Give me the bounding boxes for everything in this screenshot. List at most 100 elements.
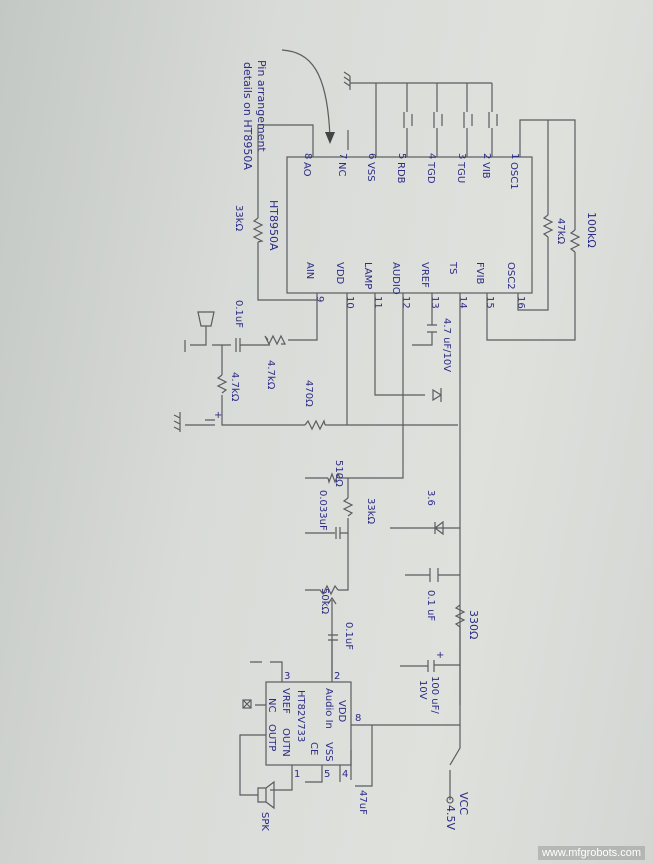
ic1-pin-label: TS xyxy=(447,261,458,274)
label-plus-100: + xyxy=(436,650,444,661)
label-r-mic2: 4.7kΩ xyxy=(229,372,240,402)
label-c-100: 100 uF/ xyxy=(429,676,440,714)
ic1-pin-label: TGU xyxy=(455,161,466,183)
ic1-pin-number: 15 xyxy=(484,296,495,309)
resistor-33k xyxy=(252,217,264,243)
ic1-name: HT8950A xyxy=(267,200,280,251)
led-lamp-icon xyxy=(432,388,443,402)
wire-filter xyxy=(305,477,349,591)
ic1-pin-number: 4 xyxy=(426,153,437,159)
wire-mic xyxy=(212,300,458,426)
ic1-pin-number: 11 xyxy=(372,296,383,309)
ic1-pin-number: 6 xyxy=(366,153,377,159)
ic1-pin-number: 9 xyxy=(314,296,325,302)
ic1-pin-number: 10 xyxy=(344,296,355,309)
ic1-pin-number: 5 xyxy=(396,153,407,159)
ic1-pin-number: 8 xyxy=(302,153,313,159)
wire-ic1-bottom xyxy=(346,293,461,705)
wire-ic2 xyxy=(239,640,460,796)
ground-icon xyxy=(343,71,351,90)
ic1-pin-label: OSC1 xyxy=(508,162,519,190)
capacitor-0-1uf-mic xyxy=(235,338,241,352)
ic2-nc: NC xyxy=(266,698,277,712)
ic1-pin-label: VREF xyxy=(419,262,430,288)
nc-cross-icon xyxy=(242,699,252,709)
capacitor-mic-bypass xyxy=(185,419,215,426)
ic1-pin-label: OSC2 xyxy=(505,262,516,290)
ic1-pin-number: 7 xyxy=(337,153,348,159)
ic2-pin3: 3 xyxy=(284,671,290,682)
ic1-pin-number: 2 xyxy=(481,153,492,159)
ic1-pin-label: AO xyxy=(301,162,312,177)
ic1-pin-label: AUDIO xyxy=(390,262,401,295)
power-switch[interactable] xyxy=(449,705,461,800)
ic1-pin-label: VIB xyxy=(480,162,491,179)
ic2-pin2: 2 xyxy=(334,671,340,682)
note-line2: details on HT8950A xyxy=(241,62,254,170)
ic2-pin1: 1 xyxy=(294,769,300,780)
resistor-4k7-bias xyxy=(216,374,228,394)
ic2-outn: OUTN xyxy=(280,728,291,757)
ic1-pin-label: NC xyxy=(336,162,347,176)
ic2-vref: VREF xyxy=(280,688,291,714)
ic1-pin-number: 13 xyxy=(429,296,440,309)
label-c-033: 0.033uF xyxy=(317,490,328,531)
watermark: www.mfgrobots.com xyxy=(537,846,645,860)
ground-icons-mic xyxy=(173,340,186,432)
microphone-icon xyxy=(190,311,215,346)
ic1-pin-label: RDB xyxy=(395,162,406,184)
label-plus-mic: + xyxy=(214,410,222,421)
capacitor-4u7 xyxy=(412,324,437,346)
ic1-pin-label: LAMP xyxy=(362,262,373,289)
regulator-section xyxy=(390,520,466,705)
label-r-mic1: 4.7kΩ xyxy=(265,360,276,390)
label-vcc: VCC xyxy=(457,792,470,815)
ic1-pin-label: VSS xyxy=(365,162,376,182)
ic2-name: HT82V733 xyxy=(295,690,306,742)
capacitor-0-033uf xyxy=(335,527,341,539)
arrow-head xyxy=(325,132,335,144)
ic1-pin-label: FVIB xyxy=(474,262,485,285)
note: Pin arrangement details on HT8950A xyxy=(241,49,335,170)
resistor-47k xyxy=(542,214,554,238)
resistor-4k7-series xyxy=(264,334,286,346)
arrow-line xyxy=(281,49,331,141)
resistor-100k xyxy=(569,229,581,253)
ic1-pin-number: 1 xyxy=(509,153,520,159)
label-c-01b: 0.1uF xyxy=(343,622,354,650)
potentiometer-50k xyxy=(305,584,339,640)
push-buttons xyxy=(403,112,498,128)
ic2-audio-in: Audio In xyxy=(323,688,334,729)
ic2-pin8: 8 xyxy=(355,713,361,724)
ic1-pin-number: 14 xyxy=(457,296,468,309)
label-c-100v: 10V xyxy=(417,680,428,700)
label-c-vref: 4.7 uF/10V xyxy=(441,318,452,372)
label-r-510: 510Ω xyxy=(333,460,344,487)
resistor-510 xyxy=(327,472,341,485)
ic1-pin-label: AIN xyxy=(304,262,315,279)
ic1-pin-number: 3 xyxy=(456,153,467,159)
speaker-icon xyxy=(257,780,275,810)
ic1-pin-number: 12 xyxy=(400,296,411,309)
wire-feedback xyxy=(257,124,318,301)
label-r-33k2: 33kΩ xyxy=(365,498,376,525)
label-c-47: 47uF xyxy=(357,790,368,815)
note-line1: Pin arrangement xyxy=(255,60,268,152)
label-r-470: 470Ω xyxy=(303,380,314,407)
ic1-pin-label: TGD xyxy=(425,161,436,184)
ic-ht8950a xyxy=(286,156,533,294)
ic-ht82v733 xyxy=(265,681,352,766)
label-c-01: 0.1 uF xyxy=(425,590,436,621)
ic2-pin5: 5 xyxy=(324,769,330,780)
label-r-50k: 50kΩ xyxy=(319,588,330,615)
label-r-33k: 33kΩ xyxy=(233,205,244,232)
label-c-mic: 0.1uF xyxy=(233,300,244,328)
vcc-terminal xyxy=(446,796,454,804)
capacitor-100uf xyxy=(400,660,460,672)
ic2-vss: VSS xyxy=(323,742,334,762)
ic1-pin-label: VDD xyxy=(334,262,345,285)
nc-cross-lines xyxy=(242,699,252,709)
ic2-pin4: 4 xyxy=(342,769,348,780)
